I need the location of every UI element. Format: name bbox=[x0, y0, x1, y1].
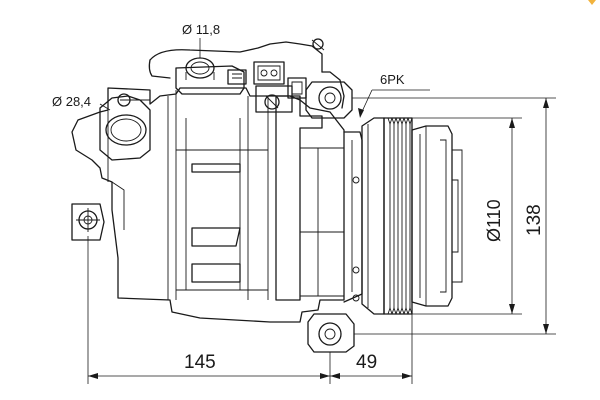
dimension-lines bbox=[87, 38, 556, 384]
valve-block bbox=[255, 77, 307, 113]
label-pulley-offset: 49 bbox=[356, 352, 377, 373]
label-hose-port-small: Ø 11,8 bbox=[182, 22, 220, 37]
electrical-connector bbox=[148, 38, 345, 109]
suction-port-large bbox=[99, 93, 151, 161]
corner-mark bbox=[588, 0, 596, 5]
label-hose-port-large: Ø 28,4 bbox=[52, 94, 91, 109]
discharge-port-small bbox=[175, 57, 247, 95]
compressor-body bbox=[71, 87, 363, 323]
lower-mount-boss bbox=[307, 313, 355, 353]
label-pulley-diameter: Ø110 bbox=[484, 199, 504, 242]
label-body-length: 145 bbox=[184, 352, 216, 373]
upper-mount-boss bbox=[305, 81, 353, 119]
label-belt-profile: 6PK bbox=[380, 72, 405, 87]
pulley-assembly bbox=[361, 117, 463, 315]
label-total-height: 138 bbox=[524, 204, 545, 236]
